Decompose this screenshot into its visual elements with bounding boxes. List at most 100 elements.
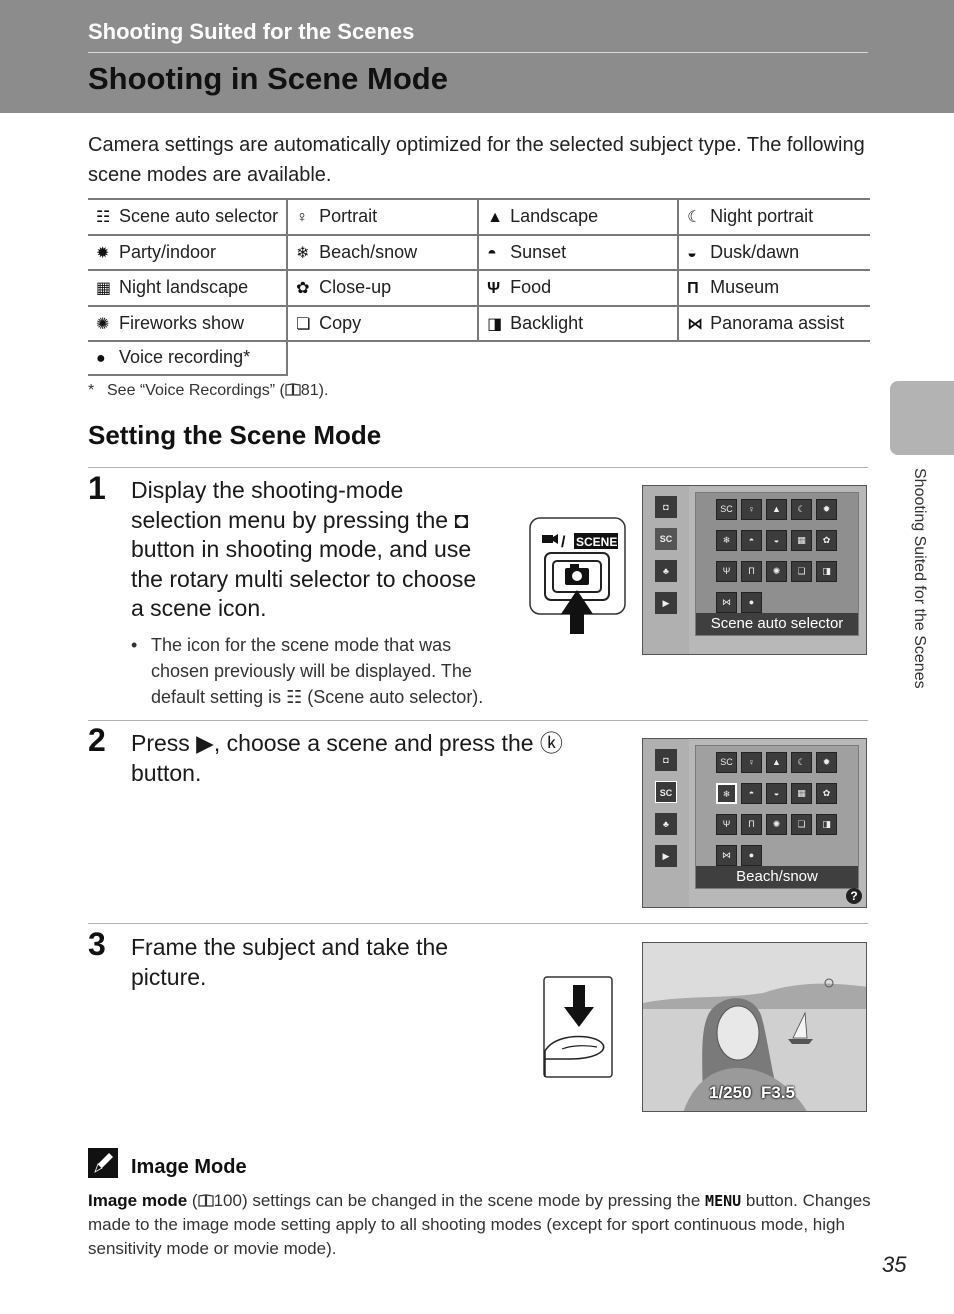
close-up-icon: ✿ [296, 280, 310, 298]
divider [88, 720, 868, 721]
cell-label: Fireworks show [119, 312, 245, 333]
food-icon: Ψ [487, 280, 501, 298]
sunset-icon: ◓ [741, 783, 762, 804]
fireworks-icon: ✺ [766, 561, 787, 582]
landscape-icon: ▲ [487, 209, 503, 227]
cell-label: Dusk/dawn [710, 241, 800, 262]
shutter-press-illustration [543, 976, 613, 1078]
close-up-icon: ✿ [816, 530, 837, 551]
backlight-icon: ◨ [487, 315, 503, 333]
party-icon: ✹ [816, 752, 837, 773]
note-body: Image mode (100) settings can be changed… [88, 1189, 873, 1261]
pencil-note-icon [88, 1148, 118, 1178]
note-text: ( [187, 1191, 198, 1210]
header-band [0, 0, 954, 113]
portrait-icon: ♀ [741, 752, 762, 773]
night-landscape-icon: ▦ [96, 280, 112, 298]
help-icon: ? [846, 888, 862, 904]
scene-badge-text: SCENE [576, 535, 617, 549]
step-number: 2 [88, 722, 106, 758]
night-portrait-icon: ☾ [791, 499, 812, 520]
museum-icon: Π [741, 814, 762, 835]
cell-label: Panorama assist [710, 312, 845, 333]
sport-icon: ♣ [655, 813, 677, 835]
step-line: the rotary multi selector to choose [131, 565, 477, 592]
scene-mode-table: ☷Scene auto selector ♀Portrait ▲ Landscap… [88, 198, 871, 376]
press-down-arrow-icon [564, 985, 594, 1027]
fireworks-icon: ✺ [96, 315, 110, 333]
table-row: ●Voice recording* [88, 340, 871, 376]
shutter-speed-readout: 1/250 [709, 1083, 752, 1102]
panorama-icon: ⋈ [687, 315, 704, 333]
fireworks-icon: ✺ [766, 814, 787, 835]
page-number: 35 [882, 1252, 907, 1277]
button-label: / [561, 534, 566, 551]
screen-caption: Scene auto selector [696, 613, 858, 635]
party-icon: ✹ [96, 244, 110, 262]
cell-label: Beach/snow [319, 241, 418, 262]
step-line: selection menu by pressing the ◘ [131, 506, 469, 533]
note-bold-lead: Image mode [88, 1191, 188, 1210]
landscape-icon: ▲ [766, 499, 787, 520]
scene-grid-panel: SC ♀ ▲ ☾ ✹ ❄ ◓ ◒ ▦ ✿ Ψ Π ✺ ❏ ◨ ⋈ ● Beach… [695, 745, 859, 889]
dusk-dawn-icon: ◒ [766, 783, 787, 804]
table-cell: ▦Night landscape [88, 269, 289, 305]
table-cell: ◓ Sunset [479, 233, 680, 269]
step-line: Frame the subject and take the [131, 934, 449, 960]
voice-recording-icon: ● [741, 845, 762, 866]
note-title: Image Mode [131, 1156, 247, 1178]
step-line: Press ▶, choose a scene and press the ⓚ [131, 730, 563, 756]
camera-icon: ◘ [655, 749, 677, 771]
subsection-title: Setting the Scene Mode [88, 420, 382, 450]
museum-icon: Π [741, 561, 762, 582]
cell-label: Voice recording* [119, 347, 251, 368]
movie-icon: ▶ [655, 592, 677, 614]
party-icon: ✹ [816, 499, 837, 520]
note-text: 100) settings can be changed in the scen… [213, 1191, 701, 1210]
step-3-text: Frame the subject and take the picture. [131, 933, 448, 992]
footnote-ref: 81). [300, 382, 329, 399]
press-arrow-icon [561, 590, 593, 634]
food-icon: Ψ [716, 561, 737, 582]
table-cell: ❄ Beach/snow [288, 233, 480, 269]
table-cell: ✺ Fireworks show [88, 304, 289, 340]
movie-icon: ▶ [655, 845, 677, 867]
camera-screen-scene-selected: ◘ SC ♣ ▶ SC ♀ ▲ ☾ ✹ ❄ ◓ ◒ ▦ ✿ Ψ Π ✺ ❏ ◨ … [642, 738, 867, 908]
step-line: a scene icon. [131, 595, 267, 621]
table-cell: ☷Scene auto selector [88, 198, 289, 234]
cell-label: Sunset [510, 241, 567, 262]
divider [88, 923, 868, 924]
museum-icon: Π [687, 280, 699, 298]
bullet-line: default setting is ☷ (Scene auto selecto… [151, 687, 484, 707]
voice-recording-icon: ● [741, 592, 762, 613]
scene-badge [574, 533, 618, 549]
menu-button-label: MENU [705, 1192, 742, 1210]
table-cell: ♀Portrait [288, 198, 480, 234]
cell-label: Landscape [510, 206, 599, 227]
table-cell: ◒Dusk/dawn [679, 233, 871, 270]
portrait-icon: ♀ [741, 499, 762, 520]
scene-auto-icon: SC [716, 499, 737, 520]
book-icon [197, 1194, 214, 1207]
cell-label: Scene auto selector [119, 206, 279, 227]
side-chapter-label: Shooting Suited for the Scenes [908, 468, 928, 728]
screen-caption: Beach/snow [696, 866, 858, 888]
beach-snow-icon: ❄ [296, 244, 310, 262]
night-landscape-icon: ▦ [791, 783, 812, 804]
step-line: picture. [131, 963, 207, 990]
sport-icon: ♣ [655, 560, 677, 582]
beach-snow-icon-selected: ❄ [716, 783, 737, 804]
scene-icon: SC [655, 528, 677, 550]
bullet-line: The icon for the scene mode that was [151, 635, 452, 655]
cell-label: Portrait [319, 206, 378, 227]
table-cell: ✹Party/indoor [88, 233, 289, 269]
chapter-tab [890, 381, 954, 455]
cell-label: Backlight [510, 312, 584, 333]
table-cell: ⋈ Panorama assist [679, 304, 871, 341]
step-number: 1 [88, 470, 106, 506]
table-cell: ❏Copy [288, 304, 480, 340]
panorama-icon: ⋈ [716, 845, 737, 866]
side-chapter-text: Shooting Suited for the Scenes [911, 468, 928, 689]
sunset-icon: ◓ [487, 244, 497, 262]
